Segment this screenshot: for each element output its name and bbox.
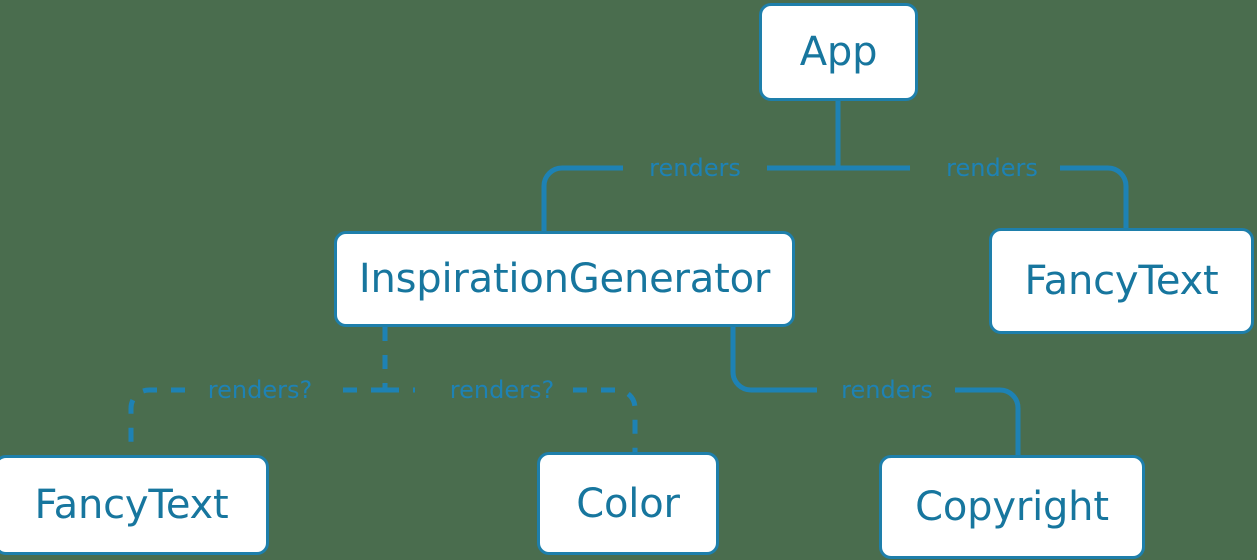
- node-app-label: App: [799, 29, 878, 75]
- edge-inspiration-to-copyright-seg2: [955, 387, 1021, 455]
- edge-app-to-fancytext-right-seg: [1060, 165, 1129, 228]
- node-fancytext-bottom[interactable]: FancyText: [0, 455, 269, 555]
- edge-label-app-to-fancytext: renders: [946, 154, 1038, 182]
- edge-label-app-to-inspiration: renders: [649, 154, 741, 182]
- edge-app-to-inspiration-left-seg: [541, 165, 623, 231]
- node-inspiration-generator-label: InspirationGenerator: [358, 256, 771, 302]
- node-fancytext-top[interactable]: FancyText: [989, 228, 1254, 334]
- node-color[interactable]: Color: [537, 452, 719, 555]
- node-copyright[interactable]: Copyright: [879, 455, 1145, 559]
- node-fancytext-top-label: FancyText: [1024, 258, 1219, 304]
- edge-inspiration-to-copyright-seg1: [730, 327, 817, 393]
- node-copyright-label: Copyright: [915, 484, 1109, 530]
- node-fancytext-bottom-label: FancyText: [34, 482, 229, 528]
- edge-label-inspiration-to-color: renders?: [449, 376, 555, 404]
- edge-inspiration-to-color-elbow: [573, 387, 638, 452]
- node-color-label: Color: [576, 480, 680, 527]
- node-inspiration-generator[interactable]: InspirationGenerator: [334, 231, 795, 327]
- node-app[interactable]: App: [759, 3, 918, 101]
- edge-label-inspiration-to-copyright: renders: [841, 376, 933, 404]
- edge-label-inspiration-to-fancytext: renders?: [207, 376, 313, 404]
- edge-inspiration-to-fancytext-elbow: [128, 387, 185, 455]
